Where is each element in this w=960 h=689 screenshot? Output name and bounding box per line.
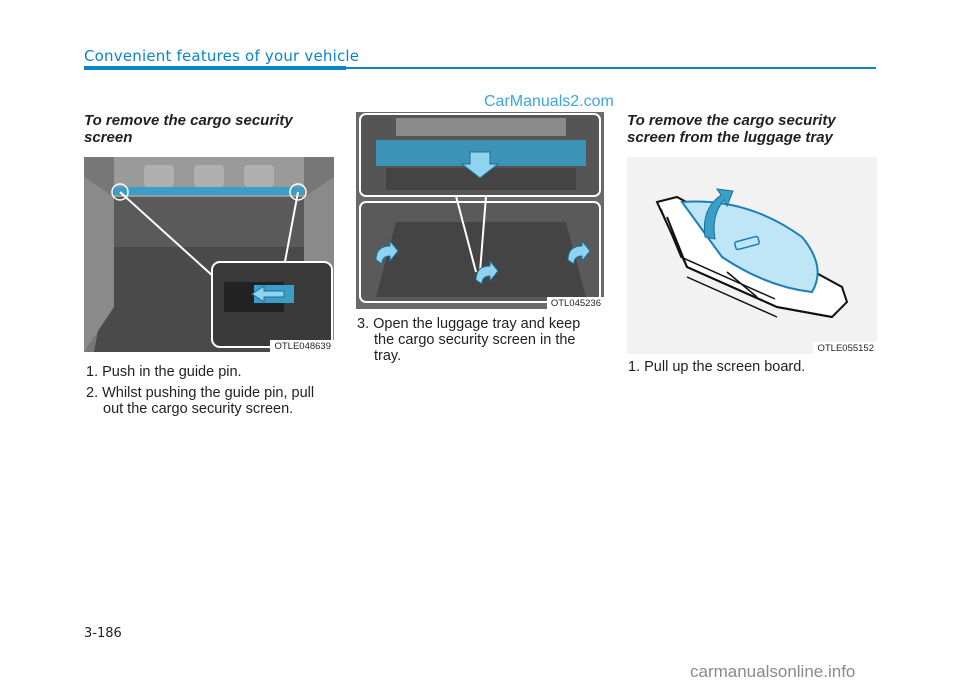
step-3: 3. Open the luggage tray and keep [357, 316, 581, 332]
col2-steps: 3. Open the luggage tray and keep the ca… [357, 316, 605, 364]
watermark-bottom: carmanualsonline.info [690, 662, 856, 681]
luggage-tray-photo: OTL045236 [356, 112, 604, 309]
header-rule [346, 67, 876, 69]
watermark-top: CarManuals2.com [484, 93, 614, 110]
col3-steps: 1. Pull up the screen board. [628, 359, 878, 375]
step-3-cont-2: tray. [374, 348, 402, 364]
figure-code: OTL045236 [546, 297, 604, 309]
page-number: 3-186 [84, 626, 122, 641]
step-1: 1. Pull up the screen board. [628, 359, 806, 375]
col3-heading: To remove the cargo security screen from… [627, 112, 836, 146]
step-2-cont: out the cargo security screen. [103, 401, 294, 417]
figure-code: OTLE048639 [270, 340, 334, 352]
step-3-cont-1: the cargo security screen in the [374, 332, 576, 348]
col1-steps: 1. Push in the guide pin. 2. Whilst push… [86, 364, 336, 417]
figure-code: OTLE055152 [813, 342, 877, 354]
header-rule-accent [84, 66, 346, 70]
section-title: Convenient features of your vehicle [84, 47, 360, 65]
screen-board-diagram: OTLE055152 [627, 157, 877, 354]
col1-heading: To remove the cargo security screen [84, 112, 293, 146]
step-2: 2. Whilst pushing the guide pin, pull [86, 385, 315, 401]
trunk-illustration [84, 157, 334, 352]
step-1: 1. Push in the guide pin. [86, 364, 242, 380]
cargo-screen-photo: OTLE048639 [84, 157, 334, 352]
tray-illustration [356, 112, 604, 309]
tray-line-drawing [627, 157, 877, 354]
